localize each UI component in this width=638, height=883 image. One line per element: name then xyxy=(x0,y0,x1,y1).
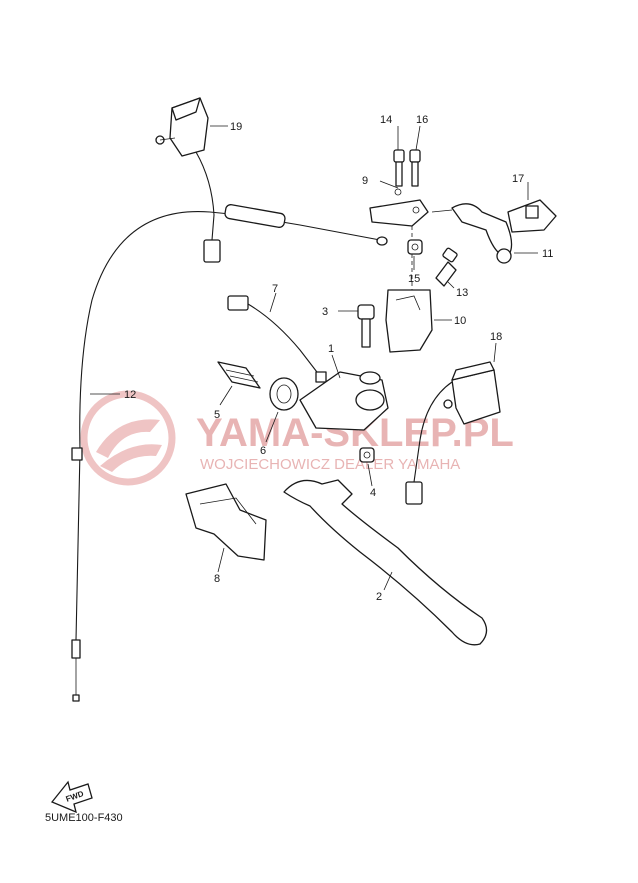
switch-part-7 xyxy=(227,295,327,383)
clutch-cable-part-12 xyxy=(71,204,388,702)
label-part-11: 11 xyxy=(542,248,553,260)
label-part-19: 19 xyxy=(230,121,242,133)
hot-start-lever-part-11 xyxy=(451,203,513,264)
label-part-4: 4 xyxy=(370,487,376,499)
lever-holder-part-1 xyxy=(299,371,389,431)
label-part-6: 6 xyxy=(260,445,266,457)
holder-part-10 xyxy=(385,289,433,353)
clutch-lever-part-2 xyxy=(283,479,488,646)
label-part-5: 5 xyxy=(214,409,220,421)
label-part-14: 14 xyxy=(380,114,392,126)
bracket-part-9 xyxy=(369,188,429,227)
watermark-logo xyxy=(80,390,176,486)
switch-part-19 xyxy=(155,97,221,263)
lever-cover-part-8 xyxy=(185,483,267,561)
label-part-18: 18 xyxy=(490,331,502,343)
bolt-part-14 xyxy=(393,149,405,187)
screw-part-13 xyxy=(435,247,458,287)
label-part-12: 12 xyxy=(124,389,136,401)
label-part-17: 17 xyxy=(512,173,524,185)
bolt-part-16 xyxy=(409,149,421,187)
locknut-part-6 xyxy=(269,377,299,411)
nut-part-15 xyxy=(407,239,423,255)
label-part-7: 7 xyxy=(272,283,278,295)
label-part-1: 1 xyxy=(328,343,334,355)
label-part-2: 2 xyxy=(376,591,382,603)
label-part-15: 15 xyxy=(408,273,420,285)
bolt-part-3 xyxy=(357,304,375,348)
switch-part-18 xyxy=(405,361,501,505)
part-number-labels: 19 14 16 9 17 11 15 13 10 7 3 18 1 12 5 … xyxy=(124,114,553,603)
label-part-8: 8 xyxy=(214,573,220,585)
watermark-subtitle: WOJCIECHOWICZ DEALER YAMAHA xyxy=(200,456,460,473)
label-part-9: 9 xyxy=(362,175,368,187)
label-part-16: 16 xyxy=(416,114,428,126)
lever-bracket-part-17 xyxy=(507,199,557,233)
label-part-3: 3 xyxy=(322,306,328,318)
fwd-arrow-icon: FWD xyxy=(50,780,93,814)
diagram-code: 5UME100-F430 xyxy=(45,812,123,824)
label-part-10: 10 xyxy=(454,315,466,327)
adjuster-part-5 xyxy=(217,361,261,389)
label-part-13: 13 xyxy=(456,287,468,299)
nut-part-4 xyxy=(359,447,375,463)
leader-lines xyxy=(90,125,538,591)
